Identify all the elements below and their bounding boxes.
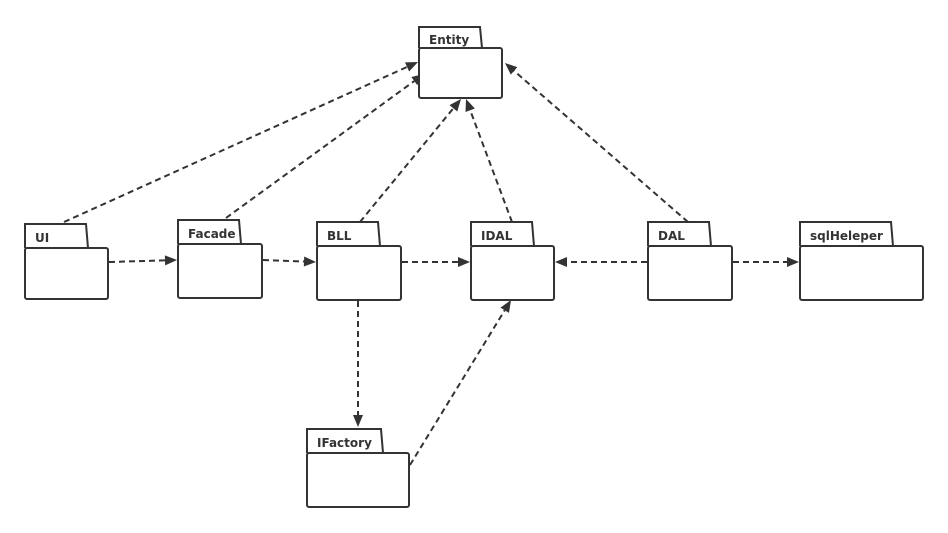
package-idal[interactable]: IDAL	[470, 221, 555, 301]
package-ifactory[interactable]: IFactory	[306, 428, 410, 508]
dependency-line-facade-to-bll	[262, 259, 305, 263]
package-label: DAL	[658, 229, 685, 243]
package-label: sqlHeleper	[810, 229, 883, 243]
arrowhead-facade-to-bll	[303, 256, 316, 267]
package-ui[interactable]: UI	[24, 223, 109, 300]
package-label: UI	[35, 231, 49, 245]
package-tab	[647, 221, 712, 247]
package-tab	[316, 221, 381, 247]
dependency-arrows	[63, 62, 799, 466]
package-tab	[470, 221, 535, 247]
package-label: IDAL	[481, 229, 513, 243]
package-body	[306, 452, 410, 508]
arrowhead-ifactory-to-idal	[500, 300, 511, 313]
package-body	[24, 247, 109, 300]
package-body	[647, 245, 733, 301]
package-tab	[418, 26, 483, 49]
package-tab	[306, 428, 384, 454]
package-label: Facade	[188, 227, 236, 241]
dependency-line-idal-to-entity	[469, 109, 513, 223]
dependency-line-bll-to-entity	[359, 107, 455, 223]
package-label: Entity	[429, 33, 469, 47]
package-body	[418, 47, 503, 99]
arrowhead-dal-to-idal	[555, 257, 567, 267]
arrowhead-idal-to-entity	[465, 99, 475, 112]
package-sqlheleper[interactable]: sqlHeleper	[799, 221, 924, 301]
package-dal[interactable]: DAL	[647, 221, 733, 301]
package-body	[799, 245, 924, 301]
arrowhead-bll-to-ifactory	[353, 415, 363, 427]
package-tab	[24, 223, 89, 249]
package-tab	[799, 221, 894, 247]
arrowhead-bll-to-entity	[449, 99, 461, 112]
dependency-line-ui-to-facade	[108, 259, 166, 263]
package-entity[interactable]: Entity	[418, 26, 503, 99]
package-body	[470, 245, 555, 301]
arrowhead-ui-to-facade	[164, 255, 177, 266]
dependency-line-dal-to-entity	[513, 70, 689, 223]
package-facade[interactable]: Facade	[177, 219, 263, 299]
package-label: BLL	[327, 229, 352, 243]
package-label: IFactory	[317, 436, 372, 450]
package-body	[177, 243, 263, 299]
arrowhead-ui-to-entity	[405, 62, 418, 72]
arrowhead-bll-to-idal	[458, 257, 470, 267]
arrowhead-dal-to-entity	[505, 63, 518, 75]
dependency-line-facade-to-entity	[225, 80, 415, 219]
package-bll[interactable]: BLL	[316, 221, 402, 301]
package-body	[316, 245, 402, 301]
dependency-line-ui-to-entity	[63, 66, 408, 223]
dependency-line-ifactory-to-idal	[409, 309, 506, 466]
package-tab	[177, 219, 242, 245]
arrowhead-dal-to-sqlheleper	[787, 257, 799, 267]
